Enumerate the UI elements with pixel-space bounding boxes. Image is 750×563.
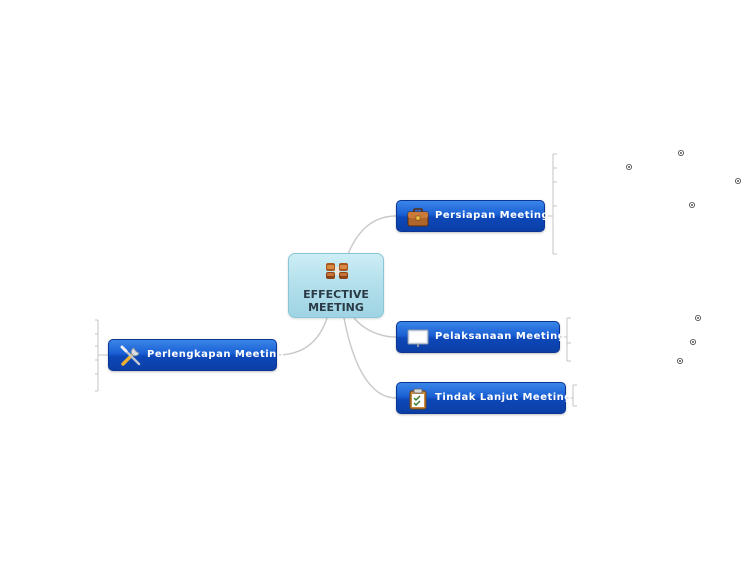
- topic-tindak-lanjut-meeting[interactable]: Tindak Lanjut Meeting: [396, 382, 571, 414]
- central-title: EFFECTIVE MEETING: [303, 288, 369, 314]
- expand-marker-icon[interactable]: [690, 338, 697, 345]
- connectors: [276, 215, 397, 399]
- expand-marker-icon[interactable]: [689, 201, 696, 208]
- topic-label: Tindak Lanjut Meeting: [435, 392, 572, 403]
- subtopic-brackets: [95, 153, 577, 407]
- topic-label: Perlengkapan Meeting: [147, 349, 285, 360]
- expand-marker-icon[interactable]: [695, 314, 702, 321]
- connector-perlengkapan: [276, 317, 328, 356]
- topic-pelaksanaan-meeting[interactable]: Pelaksanaan Meeting: [396, 321, 565, 353]
- central-topic[interactable]: EFFECTIVE MEETING: [288, 253, 384, 318]
- bracket-perlengkapan: [95, 319, 108, 392]
- topic-label: Pelaksanaan Meeting: [435, 331, 566, 342]
- topic-persiapan-meeting[interactable]: Persiapan Meeting: [396, 200, 549, 232]
- briefcase-icon: [407, 208, 429, 227]
- bracket-persiapan: [545, 153, 557, 255]
- bracket-pelaksanaan: [560, 317, 571, 362]
- expand-marker-icon[interactable]: [677, 357, 684, 364]
- clipboard-icon: [409, 388, 427, 410]
- monitor-icon: [407, 329, 429, 347]
- connector-tindak: [343, 317, 397, 399]
- topic-perlengkapan-meeting[interactable]: Perlengkapan Meeting: [108, 339, 284, 371]
- expand-markers: [626, 149, 742, 364]
- connector-pelaksanaan: [353, 317, 397, 338]
- expand-marker-icon[interactable]: [735, 177, 742, 184]
- meeting-chairs-icon: [326, 263, 348, 279]
- topic-label: Persiapan Meeting: [435, 210, 550, 221]
- connector-persiapan: [347, 215, 397, 255]
- bracket-tindak: [566, 384, 577, 407]
- expand-marker-icon[interactable]: [626, 163, 633, 170]
- tools-icon: [120, 345, 141, 366]
- expand-marker-icon[interactable]: [678, 149, 685, 156]
